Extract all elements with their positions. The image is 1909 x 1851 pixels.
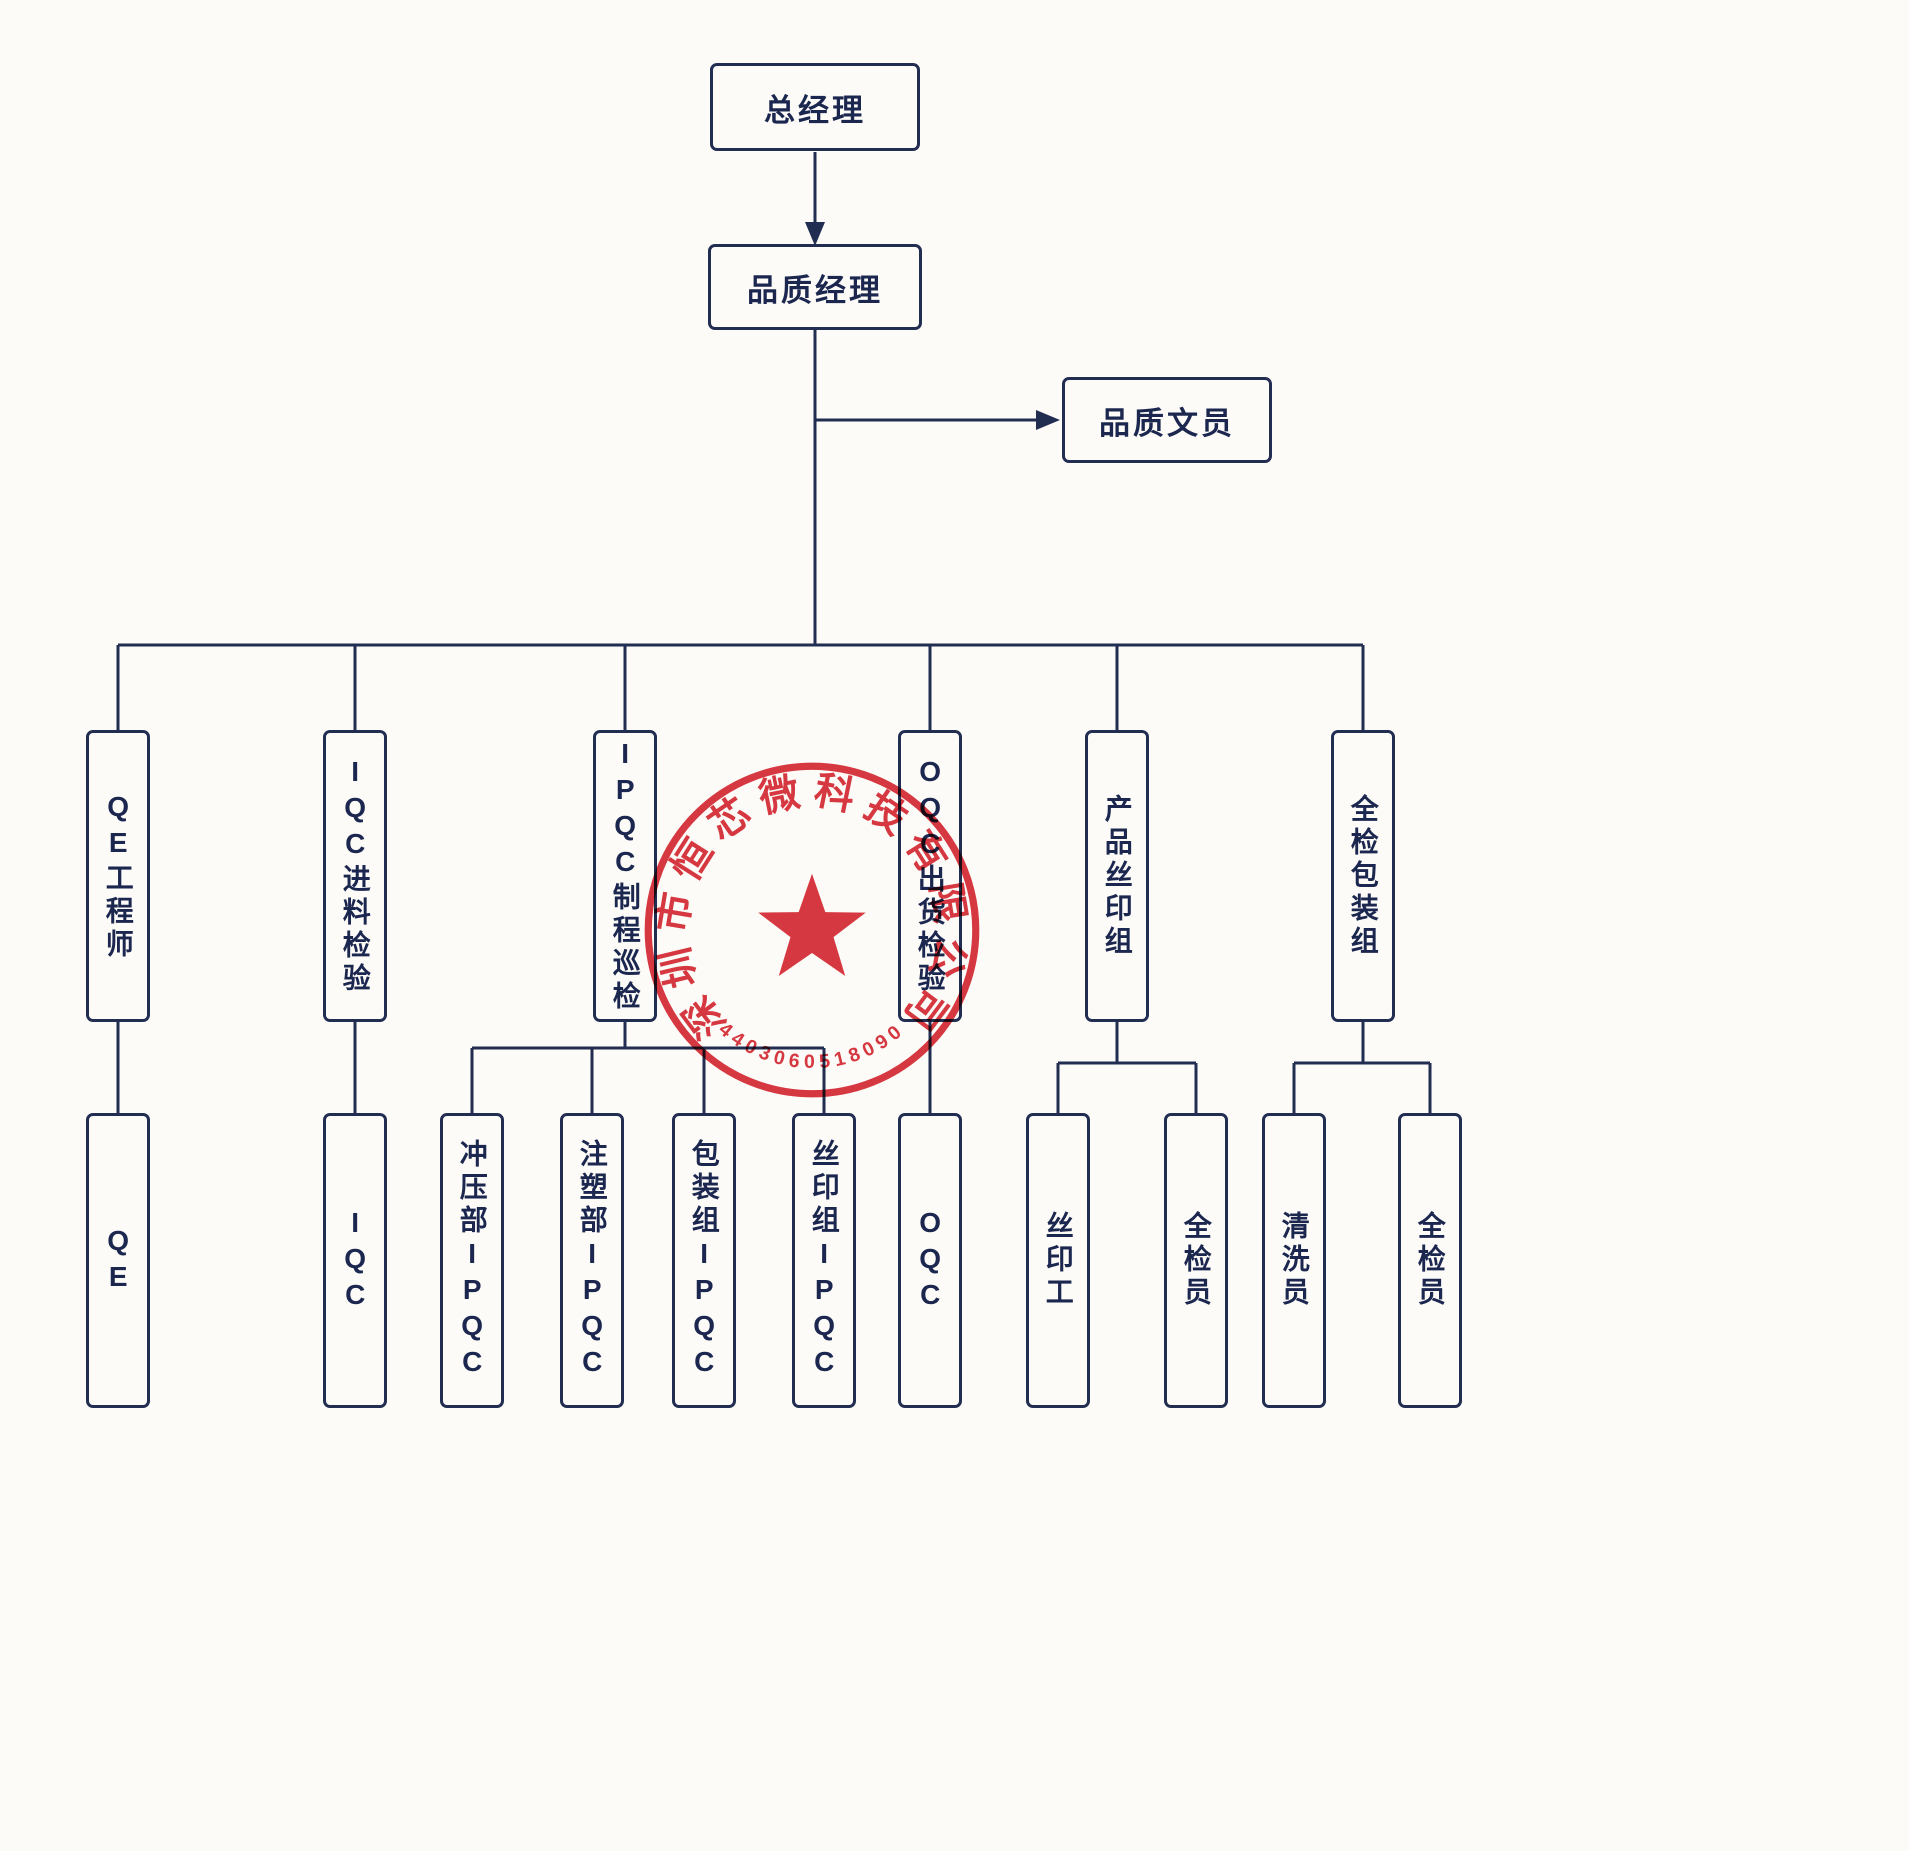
node-quality-manager: 品质经理: [708, 244, 922, 330]
stamp-serial-text: 4403060518090: [714, 1018, 909, 1073]
node-qe: QE: [86, 1113, 150, 1408]
node-iqc-incoming-inspection: IQC进料检验: [323, 730, 387, 1022]
node-packing-group-ipqc: 包装组IPQC: [672, 1113, 736, 1408]
node-cleaner: 清洗员: [1262, 1113, 1326, 1408]
node-quality-clerk: 品质文员: [1062, 377, 1272, 463]
stamp-star-icon: [758, 873, 866, 977]
node-oqc-outgoing-inspection: OQC出货检验: [898, 730, 962, 1022]
node-general-manager: 总经理: [710, 63, 920, 151]
node-iqc: IQC: [323, 1113, 387, 1408]
node-ipqc-process-inspection: IPQC制程巡检: [593, 730, 657, 1022]
node-product-silkscreen-group: 产品丝印组: [1085, 730, 1149, 1022]
arrow-down-icon: [805, 222, 825, 246]
node-silkscreen-worker: 丝印工: [1026, 1113, 1090, 1408]
node-stamping-dept-ipqc: 冲压部IPQC: [440, 1113, 504, 1408]
node-molding-dept-ipqc: 注塑部IPQC: [560, 1113, 624, 1408]
node-oqc: OQC: [898, 1113, 962, 1408]
arrow-right-icon: [1036, 410, 1060, 430]
node-full-inspector-silkscreen: 全检员: [1164, 1113, 1228, 1408]
node-silkscreen-group-ipqc: 丝印组IPQC: [792, 1113, 856, 1408]
node-full-inspector-packing: 全检员: [1398, 1113, 1462, 1408]
node-full-inspection-packing-group: 全检包装组: [1331, 730, 1395, 1022]
node-qe-engineer: QE工程师: [86, 730, 150, 1022]
